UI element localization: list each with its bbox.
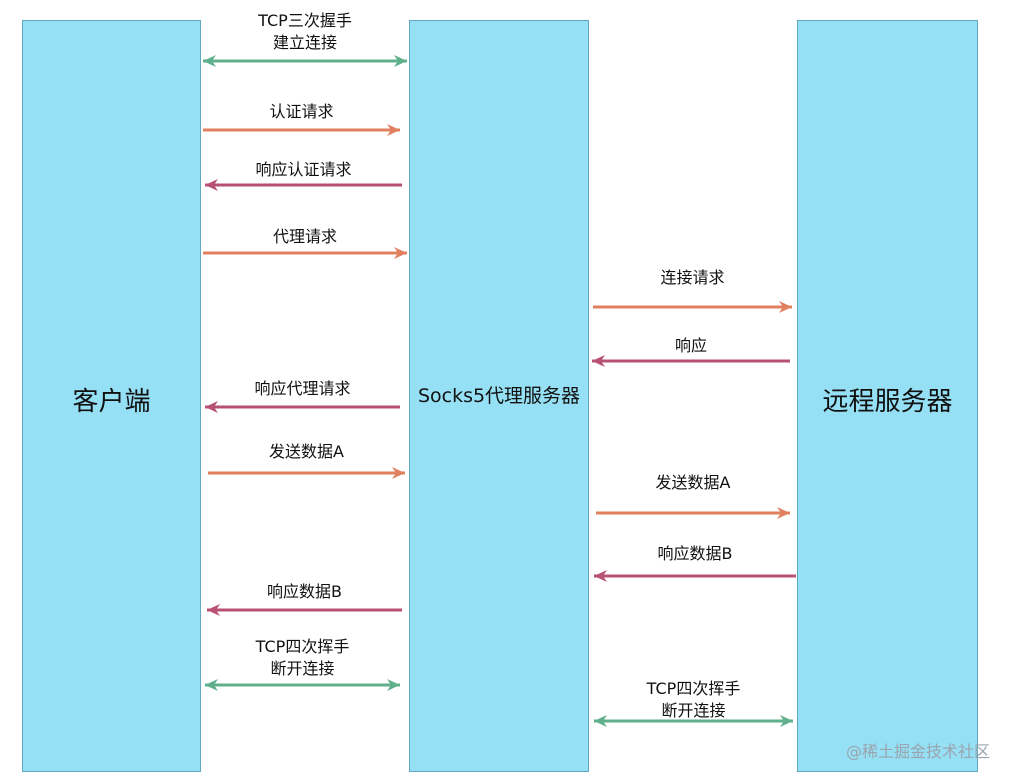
arrowhead [392,467,405,479]
arrowhead [203,55,216,67]
client-proxy-flow-label-8: TCP四次挥手断开连接 [255,637,350,678]
arrowhead [207,604,220,616]
arrowhead [777,507,790,519]
client-label: 客户端 [72,387,151,417]
arrowhead [594,570,607,582]
arrowhead [387,679,400,691]
client-proxy-flow-label-3: 响应认证请求 [255,160,352,179]
proxy-remote-flow-label-2: 响应 [674,336,708,355]
arrowhead [594,715,607,727]
client-proxy-flow-label-7: 响应数据B [267,582,342,601]
arrowhead [780,715,793,727]
proxy-lifeline: Socks5代理服务器 [409,20,589,772]
arrowhead [394,55,407,67]
proxy-remote-flow-label-3: 发送数据A [655,473,731,492]
proxy-remote-flow-label-1: 连接请求 [660,268,725,287]
arrowhead [205,679,218,691]
client-proxy-flow-label-1: TCP三次握手建立连接 [258,11,352,52]
proxy-label: Socks5代理服务器 [417,385,581,407]
arrowhead [205,179,218,191]
arrowhead [592,355,605,367]
watermark: @稀土掘金技术社区 [846,742,991,761]
arrowhead [205,401,218,413]
arrowhead [779,301,792,313]
client-lifeline: 客户端 [22,20,201,772]
remote-lifeline: 远程服务器 [797,20,978,772]
client-proxy-flow-label-5: 响应代理请求 [254,379,351,398]
client-proxy-flow-label-4: 代理请求 [272,227,338,246]
proxy-remote-flow-label-4: 响应数据B [657,544,733,563]
client-proxy-flow-label-6: 发送数据A [269,442,344,461]
remote-label: 远程服务器 [822,387,953,417]
proxy-remote-flow-label-5: TCP四次挥手断开连接 [646,679,741,720]
client-proxy-flow-label-2: 认证请求 [269,102,334,121]
arrowhead [387,124,400,136]
arrowhead [394,247,407,259]
